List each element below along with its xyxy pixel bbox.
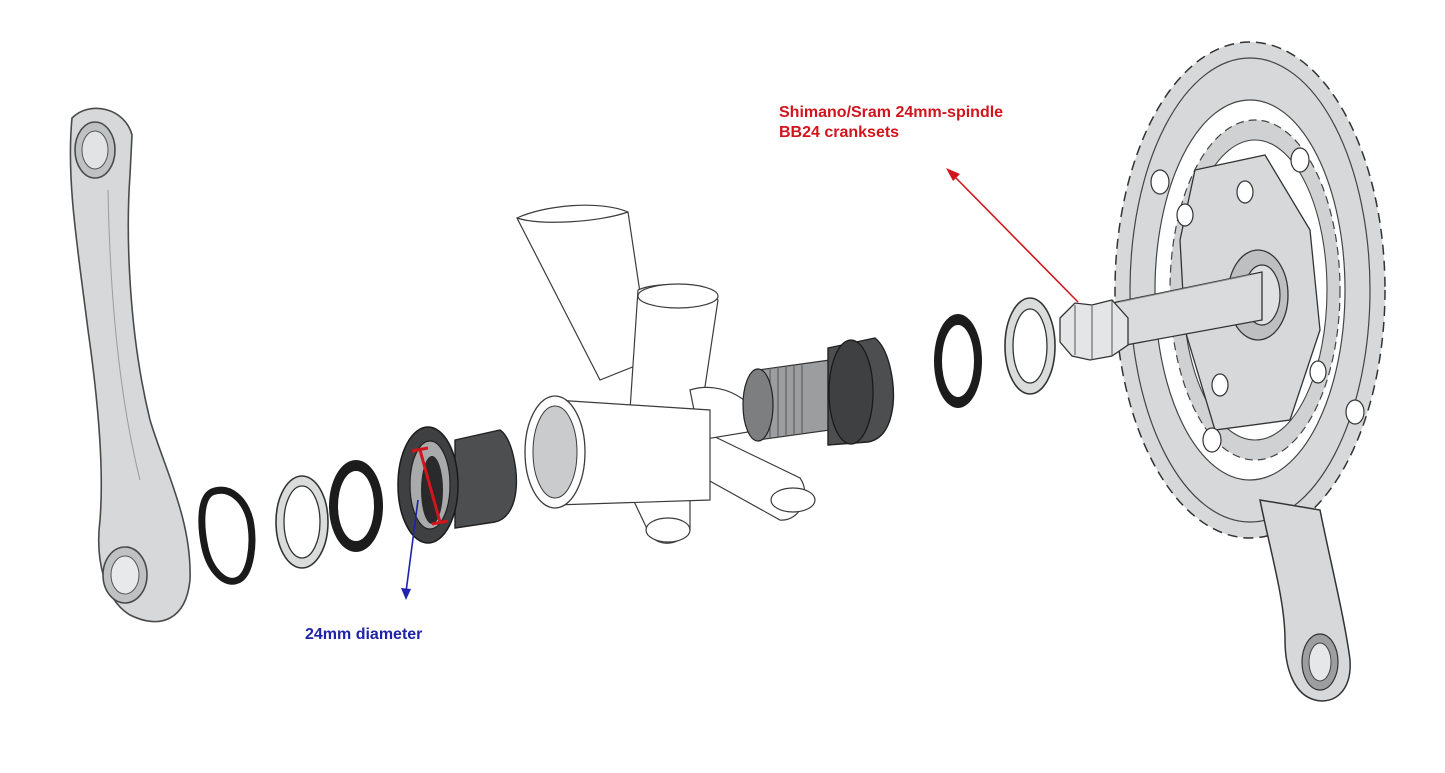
crankset-callout-line2: BB24 cranksets [779, 124, 899, 141]
bike-frame-junction [516, 204, 816, 544]
right-crankset [1059, 41, 1386, 702]
wave-washer [198, 486, 256, 585]
seal-left [329, 460, 383, 552]
left-crank-arm [69, 107, 191, 623]
diameter-marker [411, 446, 449, 526]
spacer-left [275, 475, 329, 569]
seal-right [934, 314, 982, 408]
blue-arrow [401, 499, 419, 600]
left-bearing-cup [397, 426, 518, 544]
chainring-bolts [1150, 147, 1365, 453]
right-bearing-cup [742, 337, 895, 446]
red-arrow [946, 168, 1079, 303]
crankset-callout-line1: Shimano/Sram 24mm-spindle [779, 104, 1003, 121]
spindle-splines [1059, 299, 1129, 361]
diameter-callout: 24mm diameter [305, 626, 422, 643]
spacer-right [1004, 297, 1056, 395]
